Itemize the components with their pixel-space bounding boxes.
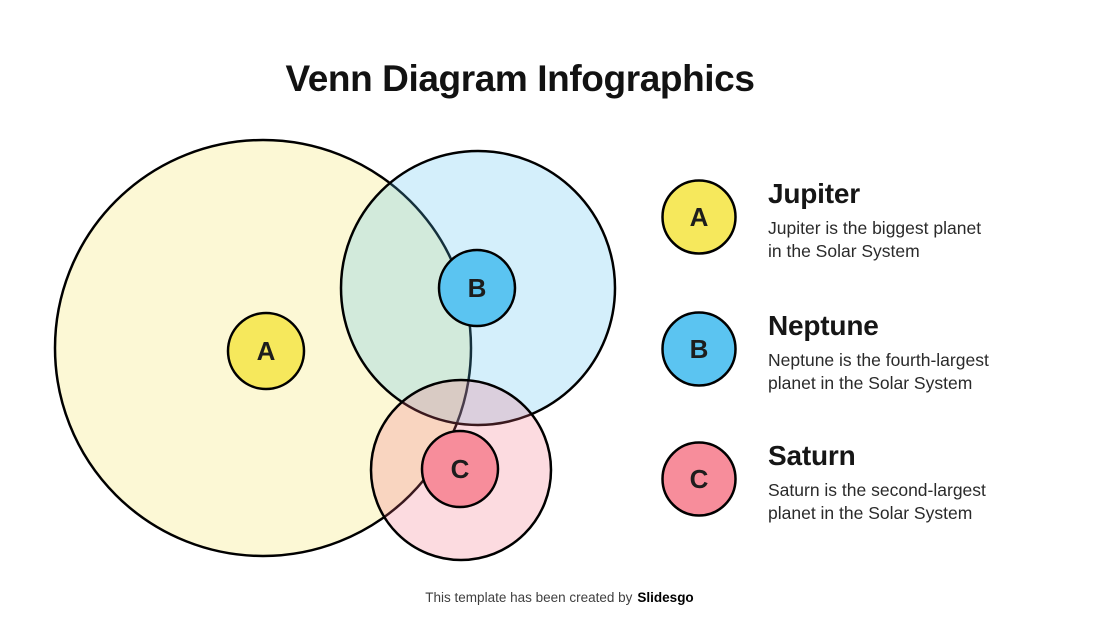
legend-description-line: planet in the Solar System — [768, 372, 973, 393]
footer-brand: Slidesgo — [637, 590, 694, 605]
legend-letter-a: A — [690, 202, 709, 232]
legend-marker-b-icon: B — [661, 311, 737, 387]
legend-letter-b: B — [690, 334, 709, 364]
legend-item-jupiter: A Jupiter Jupiter is the biggest planet … — [660, 178, 1068, 262]
legend-item-neptune: B Neptune Neptune is the fourth-largest … — [660, 310, 1068, 394]
legend-item-saturn: C Saturn Saturn is the second-largest pl… — [660, 440, 1068, 524]
venn-marker-b-label: B — [468, 273, 487, 303]
legend-description-neptune: Neptune is the fourth-largest planet in … — [768, 349, 1068, 394]
venn-marker-b — [437, 248, 517, 328]
slide-title: Venn Diagram Infographics — [285, 58, 755, 99]
legend-text-neptune: Neptune Neptune is the fourth-largest pl… — [768, 310, 1068, 394]
legend-description-line: in the Solar System — [768, 240, 920, 261]
legend-title-neptune: Neptune — [768, 310, 879, 341]
legend-letter-c: C — [690, 464, 709, 494]
legend-marker-c-icon: C — [661, 441, 737, 517]
venn-marker-a-label: A — [257, 336, 276, 366]
legend-description-jupiter: Jupiter is the biggest planet in the Sol… — [768, 217, 1068, 262]
footer-credit: This template has been created by Slidesg… — [0, 590, 1119, 605]
legend-description-line: Neptune is the fourth-largest — [768, 350, 989, 370]
legend-text-jupiter: Jupiter Jupiter is the biggest planet in… — [768, 178, 1068, 262]
legend-description-saturn: Saturn is the second-largest planet in t… — [768, 479, 1068, 524]
legend-description-line: Jupiter is the biggest planet — [768, 218, 982, 238]
legend-title-saturn: Saturn — [768, 440, 856, 471]
legend-title-jupiter: Jupiter — [768, 178, 860, 209]
legend-text-saturn: Saturn Saturn is the second-largest plan… — [768, 440, 1068, 524]
venn-marker-c — [420, 429, 500, 509]
footer-credit-text: This template has been created by — [425, 590, 633, 605]
legend-marker-a-icon: A — [661, 179, 737, 255]
venn-marker-c-label: C — [451, 454, 470, 484]
legend-description-line: planet in the Solar System — [768, 502, 973, 523]
legend-description-line: Saturn is the second-largest — [768, 480, 986, 500]
venn-marker-a — [226, 311, 306, 391]
